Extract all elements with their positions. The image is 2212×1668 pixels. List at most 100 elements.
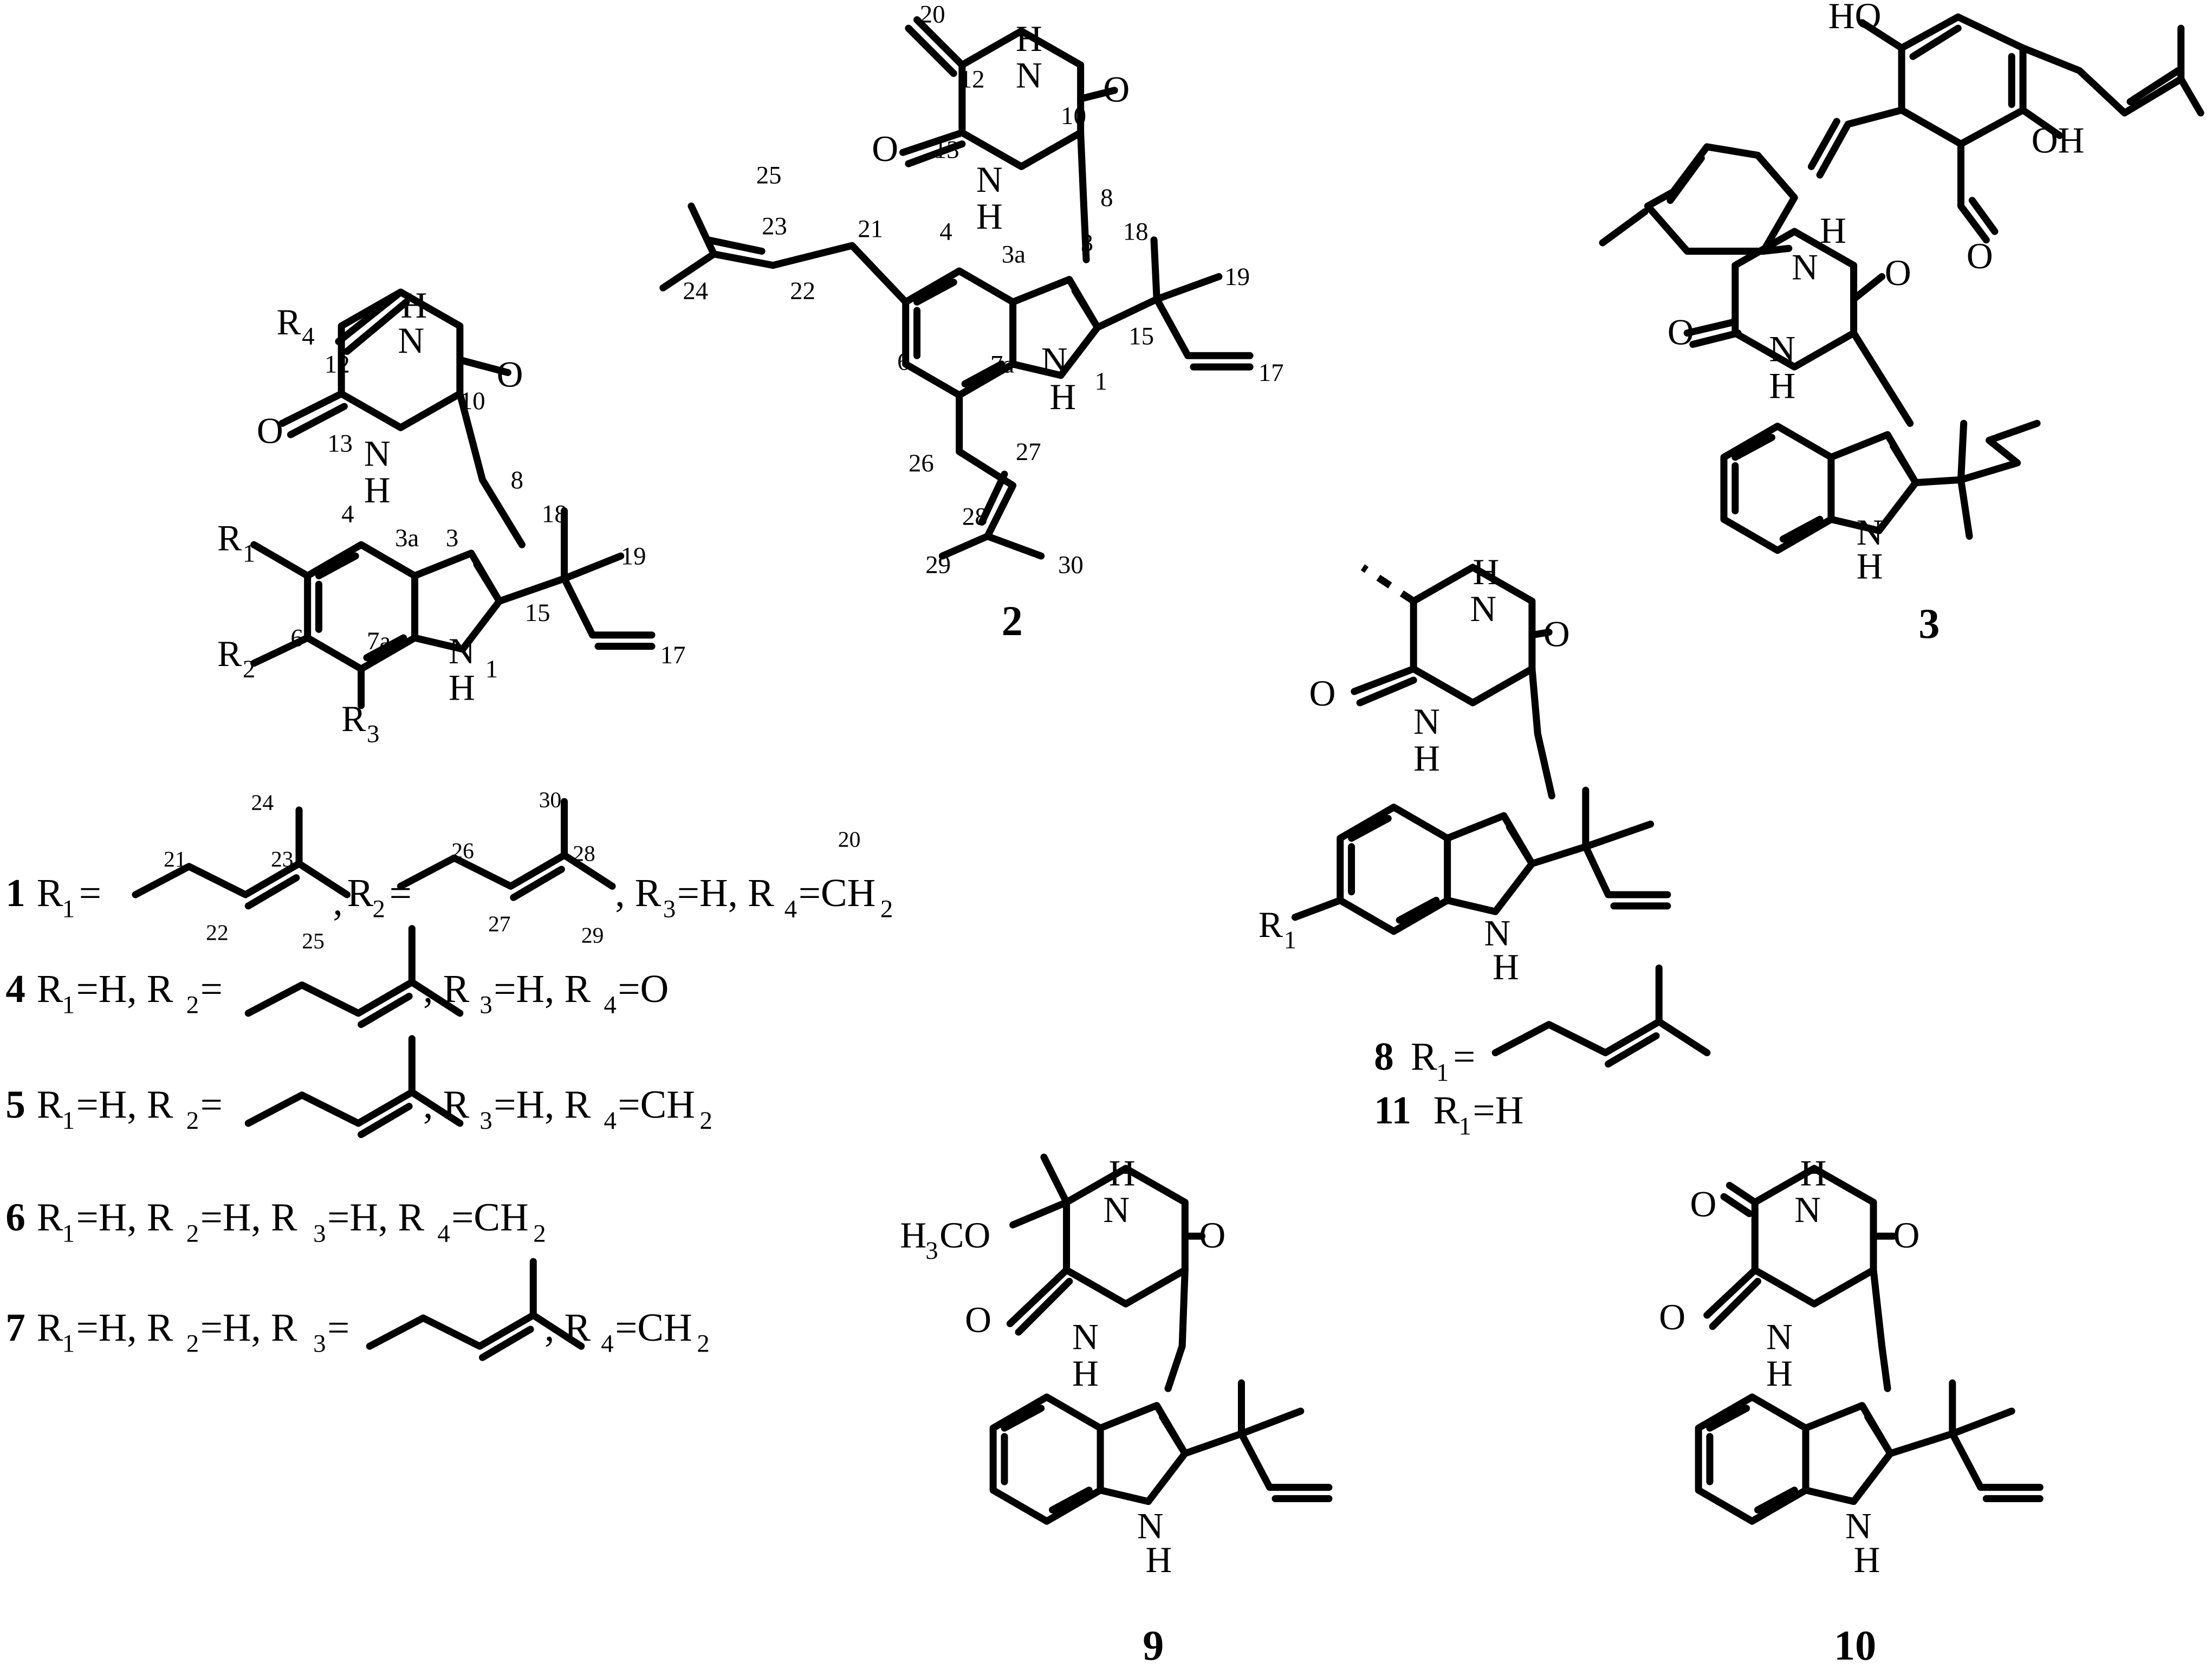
- svg-text:=: =: [390, 871, 412, 915]
- compound-9-label: 9: [1143, 1621, 1164, 1668]
- svg-text:2: 2: [533, 1220, 546, 1248]
- svg-text:1: 1: [485, 655, 498, 683]
- legend-row-11: 11 R 1 =H: [1374, 1088, 1523, 1141]
- svg-text:3: 3: [446, 524, 458, 552]
- svg-text:7a: 7a: [990, 351, 1014, 379]
- atom-9-o-left: O: [965, 1300, 991, 1340]
- svg-text:3: 3: [313, 1330, 326, 1358]
- svg-text:1: 1: [1458, 1113, 1471, 1141]
- atom-8-nh2-n: N: [1413, 701, 1440, 742]
- atom-2-n1-h: H: [1049, 377, 1076, 417]
- atom-9-n1-n: N: [1137, 1505, 1164, 1546]
- atom-3-n1-n: N: [1857, 512, 1883, 553]
- compound-2-structure: N H O O N H N H 20 12 10 13 8 25 23 21 4…: [659, 1, 1284, 644]
- legend-row-7: 7 R 1 =H, R 2 =H, R 3 = , R 4 =CH 2: [5, 1262, 710, 1358]
- svg-text:3: 3: [663, 895, 676, 923]
- svg-text:22: 22: [206, 920, 229, 945]
- svg-text:18: 18: [542, 500, 567, 528]
- atom-8-o-left: O: [1309, 673, 1335, 714]
- svg-text:24: 24: [683, 277, 708, 305]
- svg-text:=CH: =CH: [615, 1305, 692, 1349]
- svg-text:24: 24: [251, 791, 274, 816]
- atom-3-nh2-n: N: [1769, 329, 1795, 370]
- atom-8-n1-h: H: [1493, 947, 1519, 987]
- atom-10-o-right: O: [1893, 1215, 1920, 1256]
- svg-text:R: R: [1433, 1088, 1460, 1132]
- svg-text:27: 27: [1016, 438, 1041, 466]
- atom-9-h3co-tail: CO: [939, 1215, 990, 1256]
- svg-text:=H, R: =H, R: [76, 967, 173, 1011]
- svg-text:21: 21: [858, 215, 883, 243]
- svg-text:13: 13: [934, 136, 959, 164]
- compound-3-label: 3: [1918, 600, 1939, 647]
- svg-text:R: R: [1411, 1035, 1437, 1078]
- atom-8-nh-h: H: [1473, 552, 1500, 592]
- atom-2-nh2-h: H: [976, 196, 1003, 237]
- atom-9-h3co-sub: 3: [925, 1237, 938, 1265]
- atom-9-nh-n: N: [1103, 1189, 1130, 1230]
- atom-9-nh-h: H: [1109, 1153, 1136, 1193]
- atom-3-nh-n: N: [1792, 247, 1818, 288]
- svg-text:4: 4: [784, 895, 797, 923]
- svg-text:R: R: [347, 871, 374, 915]
- svg-text:22: 22: [790, 277, 815, 305]
- svg-text:=H, R: =H, R: [200, 1195, 297, 1239]
- svg-text:30: 30: [1058, 551, 1084, 579]
- atom-r1-sub: 1: [243, 539, 255, 567]
- atom-2-o-right: O: [1103, 69, 1130, 110]
- svg-text:,: ,: [333, 879, 343, 923]
- svg-text:=H, R: =H, R: [494, 967, 591, 1011]
- atom-8-o-right: O: [1543, 614, 1570, 655]
- svg-text:8: 8: [511, 466, 523, 494]
- svg-text:=: =: [327, 1305, 349, 1349]
- svg-text:2: 2: [700, 1107, 712, 1135]
- atom-10-nh2-h: H: [1766, 1353, 1793, 1394]
- atom-9-h3co-h: H: [900, 1215, 926, 1256]
- compound-9-structure: H 3 CO N H O O N H N H 9: [900, 1153, 1333, 1668]
- svg-text:1: 1: [62, 895, 75, 923]
- numbering-substituent: 21 24 23 22 25 26 30 28 27 29 20: [164, 788, 860, 954]
- svg-text:2: 2: [697, 1330, 709, 1358]
- atom-3-ho: HO: [1828, 0, 1882, 36]
- legend-row-4: 4 R 1 =H, R 2 = , R 3 =H, R 4 =O: [5, 928, 669, 1024]
- svg-text:, R: , R: [544, 1305, 591, 1349]
- svg-text:R: R: [37, 1082, 63, 1126]
- svg-text:17: 17: [1259, 359, 1284, 387]
- svg-text:1: 1: [62, 1220, 75, 1248]
- atom-3-oh: OH: [2032, 120, 2085, 160]
- legend-row-5: 5 R 1 =H, R 2 = , R 3 =H, R 4 =CH 2: [5, 1039, 712, 1135]
- svg-text:2: 2: [186, 991, 199, 1019]
- svg-text:R: R: [37, 871, 63, 915]
- atom-r3: R: [341, 699, 366, 739]
- svg-text:26: 26: [909, 449, 934, 477]
- svg-text:=: =: [1453, 1035, 1475, 1078]
- compound-3-structure: HO OH O N H O O N H N H 3: [1599, 0, 2204, 647]
- svg-text:2: 2: [372, 895, 385, 923]
- svg-text:=: =: [200, 1082, 223, 1126]
- legend-row-6: 6 R 1 =H, R 2 =H, R 3 =H, R 4 =CH 2: [5, 1195, 546, 1248]
- svg-text:4: 4: [604, 991, 616, 1019]
- numbering-compound-1: 4 3a 3 6 7a 1 8 10 12 13 15 17 18 19: [290, 351, 685, 683]
- atom-10-nh2-n: N: [1766, 1316, 1793, 1357]
- svg-text:4: 4: [5, 967, 25, 1011]
- svg-text:19: 19: [621, 542, 646, 571]
- svg-text:25: 25: [756, 161, 782, 190]
- svg-text:4: 4: [437, 1220, 450, 1248]
- atom-10-nh-n: N: [1794, 1189, 1821, 1230]
- svg-text:8: 8: [1374, 1035, 1393, 1078]
- svg-text:, R: , R: [423, 1082, 469, 1126]
- atom-3-o-right: O: [1885, 253, 1911, 293]
- atom-8-n1-n: N: [1484, 913, 1510, 954]
- compound-1-general-structure: R 4 N H O O N H R 1 R 2 R 3 N H 4 3a 3 6…: [217, 285, 686, 748]
- svg-text:=O: =O: [618, 967, 669, 1011]
- atom-10-o-top: O: [1690, 1184, 1717, 1225]
- atom-10-nh-h: H: [1800, 1153, 1827, 1193]
- atom-2-nh-n: N: [1016, 55, 1042, 96]
- svg-text:25: 25: [302, 929, 325, 954]
- atom-9-nh2-n: N: [1072, 1316, 1099, 1357]
- svg-text:20: 20: [838, 827, 861, 852]
- atom-3-nh-h: H: [1820, 210, 1846, 251]
- svg-text:29: 29: [925, 551, 951, 579]
- legend-row-8: 8 R 1 =: [1374, 968, 1707, 1087]
